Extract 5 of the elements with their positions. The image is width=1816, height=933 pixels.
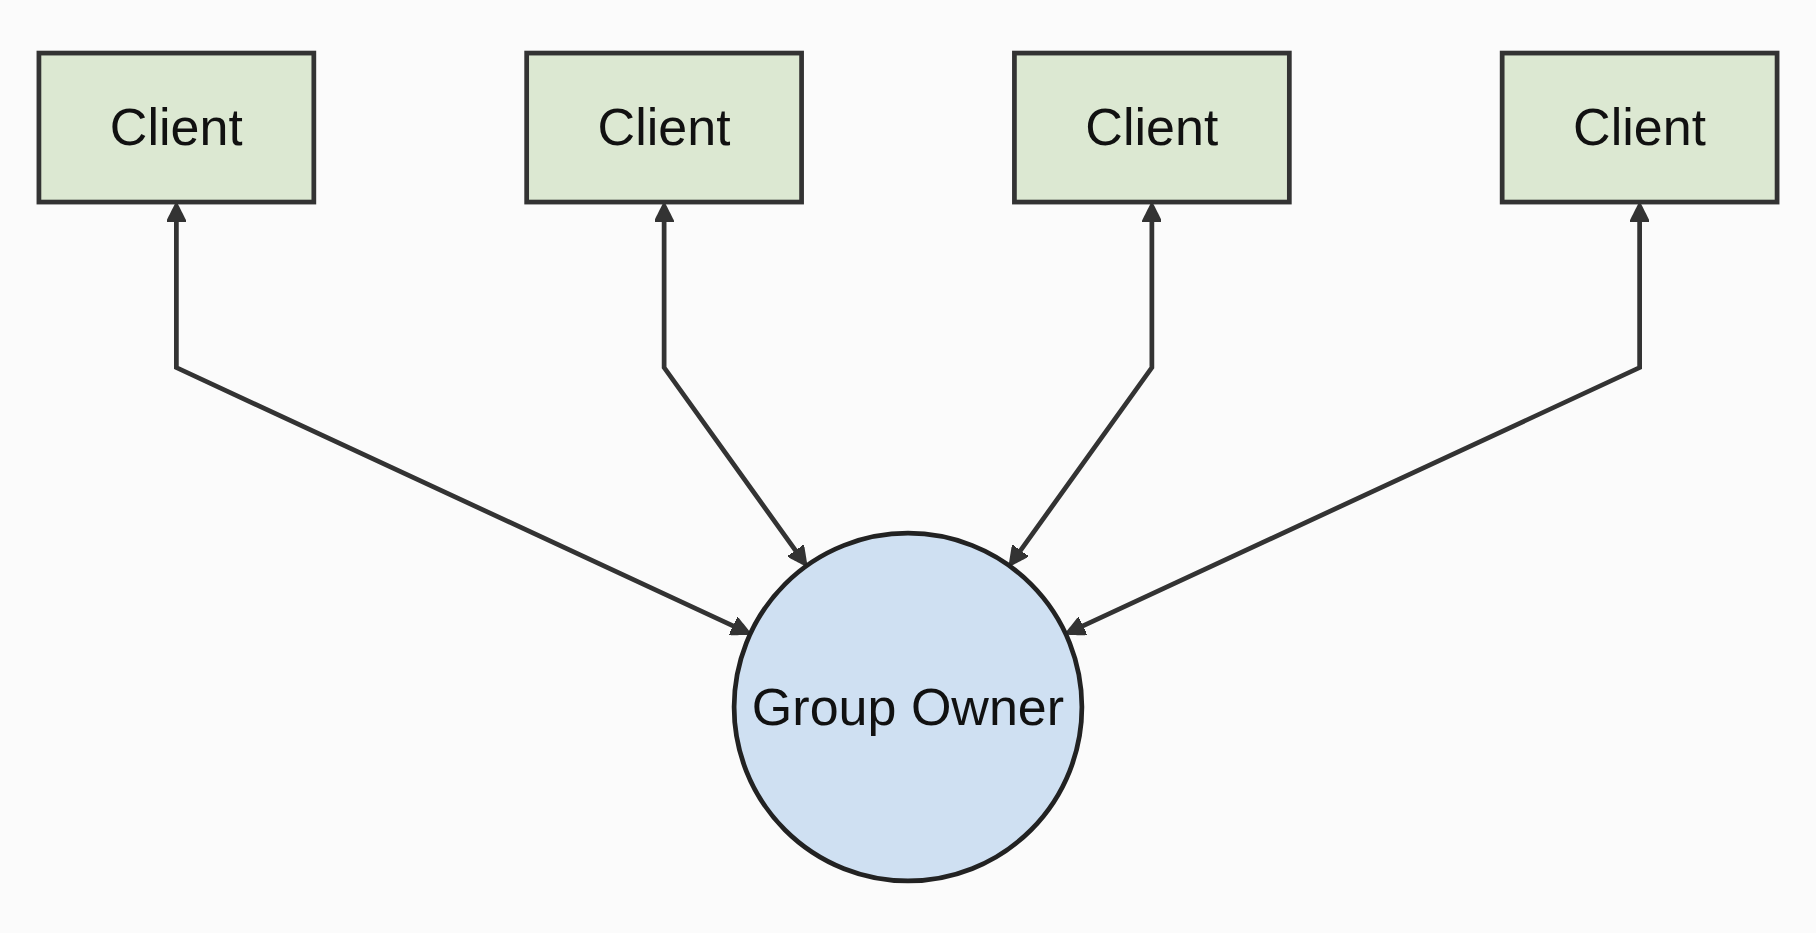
node-box: Client xyxy=(36,50,317,204)
node-circle: Group Owner xyxy=(731,530,1085,883)
node-box: Client xyxy=(1012,50,1292,204)
node-box: Client xyxy=(1499,50,1780,204)
node-box: Client xyxy=(524,50,804,204)
